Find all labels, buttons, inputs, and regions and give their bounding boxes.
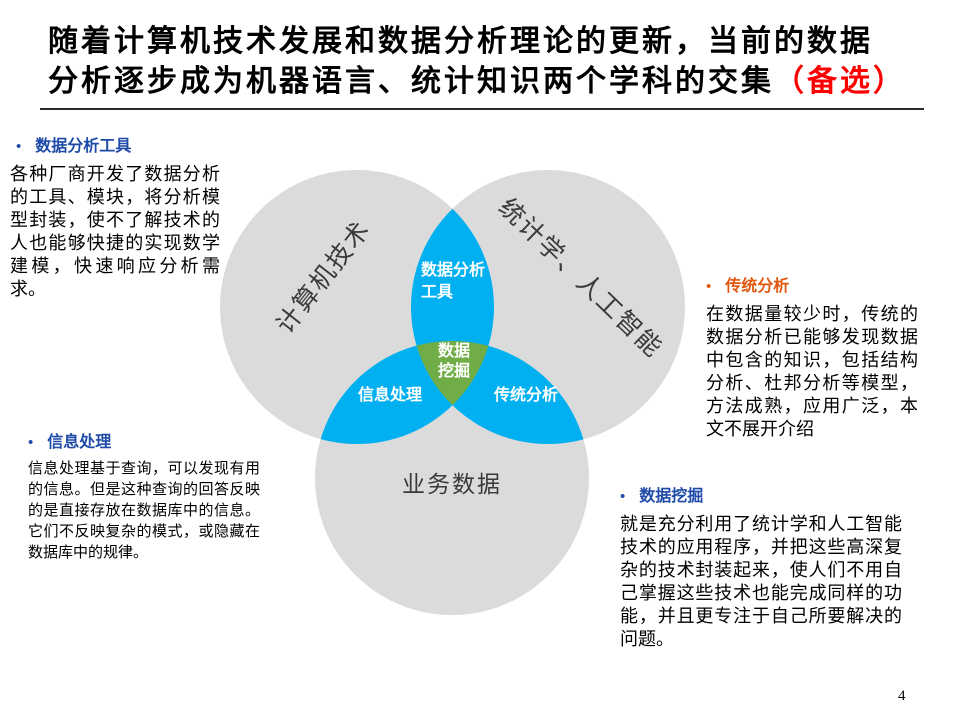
page-number: 4 (898, 688, 906, 704)
section-traditional-analysis: • 传统分析 在数据量较少时，传统的数据分析已能够发现数据中包含的知识，包括结构… (706, 272, 918, 441)
bullet-icon: • (706, 279, 712, 295)
title-line2: 分析逐步成为机器语言、统计知识两个学科的交集 (48, 65, 774, 98)
bullet-icon: • (28, 435, 34, 451)
venn-diagram: 计算机技术 统计学、人工智能 业务数据 数据分析 工具 数据 挖掘 信息处理 传… (220, 170, 685, 615)
section-body: 信息处理基于查询，可以发现有用的信息。但是这种查询的回答反映的是直接存放在数据库… (28, 461, 260, 561)
title-divider (40, 108, 924, 110)
label-overlap-mining-line2: 挖掘 (438, 361, 470, 380)
section-data-analysis-tools: • 数据分析工具 各种厂商开发了数据分析的工具、模块，将分析模型封装，使不了解技… (10, 132, 220, 301)
section-heading: 传统分析 (725, 278, 790, 295)
section-information-processing: • 信息处理 信息处理基于查询，可以发现有用的信息。但是这种查询的回答反映的是直… (28, 428, 260, 564)
label-overlap-traditional: 传统分析 (493, 385, 558, 404)
section-heading: 信息处理 (47, 434, 112, 451)
title-suffix: （备选） (774, 65, 906, 98)
section-data-mining: • 数据挖掘 就是充分利用了统计学和人工智能技术的应用程序，并把这些高深复杂的技… (620, 482, 902, 651)
section-body: 各种厂商开发了数据分析的工具、模块，将分析模型封装，使不了解技术的人也能够快捷的… (10, 164, 220, 299)
section-heading: 数据挖掘 (639, 488, 704, 505)
section-heading-row: • 数据分析工具 (10, 132, 220, 156)
section-body: 就是充分利用了统计学和人工智能技术的应用程序，并把这些高深复杂的技术封装起来，使… (620, 514, 902, 649)
overlap-info-region (315, 341, 494, 444)
slide-title: 随着计算机技术发展和数据分析理论的更新，当前的数据 分析逐步成为机器语言、统计知… (48, 22, 948, 102)
label-overlap-tools-line1: 数据分析 (421, 260, 485, 279)
label-overlap-info: 信息处理 (358, 385, 422, 404)
label-overlap-mining-line1: 数据 (438, 341, 470, 360)
section-heading: 数据分析工具 (35, 138, 132, 155)
section-heading-row: • 传统分析 (706, 272, 918, 296)
section-body: 在数据量较少时，传统的数据分析已能够发现数据中包含的知识，包括结构分析、杜邦分析… (706, 304, 918, 439)
section-heading-row: • 信息处理 (28, 428, 260, 452)
title-line1: 随着计算机技术发展和数据分析理论的更新，当前的数据 (48, 25, 873, 58)
bullet-icon: • (16, 139, 22, 155)
label-business-data: 业务数据 (402, 472, 502, 497)
label-overlap-tools-line2: 工具 (421, 283, 453, 301)
bullet-icon: • (620, 489, 626, 505)
overlap-traditional-region (411, 341, 589, 444)
section-heading-row: • 数据挖掘 (620, 482, 902, 506)
